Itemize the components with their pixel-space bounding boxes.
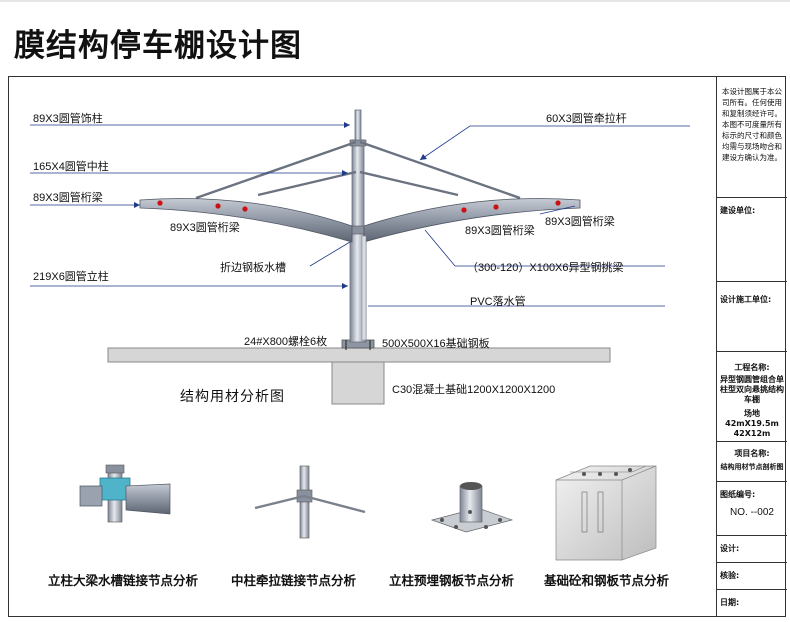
tb-note: 本设计图属于本公司所有。任何使用和复制须经许可。本图不可度量所有标示的尺寸和颜色… <box>722 87 782 162</box>
tb-drawing-no-label: 图纸编号: <box>720 490 756 499</box>
tb-date-label: 日期: <box>720 598 740 607</box>
drawing-frame <box>8 76 786 617</box>
concrete-foundation <box>331 361 385 405</box>
leader-gutter <box>309 241 351 267</box>
label-cantilever: （300-120）X100X6异型钢挑梁 <box>467 262 624 274</box>
label-gutter: 折边钢板水槽 <box>220 262 286 274</box>
bolt-marker <box>215 203 221 209</box>
arrow-head <box>342 283 348 289</box>
label-purlin-under-left: 89X3圆管桁梁 <box>170 222 240 234</box>
arrow-head <box>420 154 427 160</box>
label-foundation: C30混凝土基础1200X1200X1200 <box>392 384 556 396</box>
detail-caption-3: 立柱预埋钢板节点分析 <box>389 574 515 588</box>
label-deco-column: 89X3圆管饰柱 <box>33 113 103 125</box>
tb-construction-cell: 建设单位: <box>717 198 787 282</box>
section-title: 结构用材分析图 <box>180 388 285 404</box>
top-divider <box>0 0 790 2</box>
bolt-marker <box>157 200 163 206</box>
tie-rod-left-inner <box>257 170 357 197</box>
arrow-head <box>342 170 348 176</box>
tie-rod-right-outer <box>359 140 521 200</box>
label-tie-rod: 60X3圆管牵拉杆 <box>546 113 627 125</box>
label-drain-pipe: PVC落水管 <box>470 296 526 308</box>
tb-design-unit-label: 设计施工单位: <box>720 295 772 304</box>
label-bolts: 24#X800螺栓6枚 <box>244 336 328 348</box>
pvc-drain-pipe <box>361 235 367 341</box>
detail-foundation-box <box>555 465 657 561</box>
bolt-marker <box>461 207 467 213</box>
label-purlin-right: 89X3圆管桁梁 <box>545 216 615 228</box>
page-title: 膜结构停车棚设计图 <box>14 28 302 63</box>
cantilever-beam-right <box>363 198 581 243</box>
leader-cantilever <box>424 229 456 267</box>
label-center-column: 165X4圆管中柱 <box>33 161 109 173</box>
tb-project-cell: 工程名称: 异型钢圆管组合单柱型双向悬挑结构车棚 场地42mX19.5m 42X… <box>717 352 787 442</box>
ground-slab <box>107 347 611 363</box>
tb-date-cell: 日期: <box>717 590 787 617</box>
label-base-plate: 500X500X16基础钢板 <box>382 338 490 350</box>
detail-caption-4: 基础砼和钢板节点分析 <box>544 574 670 588</box>
leader-purlin-right <box>539 205 576 215</box>
bolt-marker <box>493 204 499 210</box>
tb-construction-label: 建设单位: <box>720 206 756 215</box>
tb-item-label: 项目名称: <box>734 449 770 458</box>
arrow-head <box>134 202 140 208</box>
detail-caption-1: 立柱大梁水槽链接节点分析 <box>48 574 199 588</box>
tb-item-value: 结构用材节点剖析图 <box>720 463 784 471</box>
detail-caption-2: 中柱牵拉链接节点分析 <box>231 574 357 588</box>
tb-design-unit-cell: 设计施工单位: <box>717 282 787 352</box>
detail-column-beam-joint <box>79 464 171 523</box>
label-purlin-left: 89X3圆管桁梁 <box>33 192 103 204</box>
tb-drawing-no-value: NO. --002 <box>730 507 774 518</box>
center-column <box>351 139 365 233</box>
arrow-head <box>344 122 350 128</box>
detail-center-column-joint <box>254 465 366 539</box>
tb-site-value: 场地42mX19.5m 42X12m <box>725 409 779 438</box>
tb-check-cell: 核验: <box>717 563 787 590</box>
deco-column <box>354 109 362 143</box>
label-purlin-under-right: 89X3圆管桁梁 <box>465 225 535 237</box>
tb-project-value: 异型钢圆管组合单柱型双向悬挑结构车棚 <box>720 375 784 404</box>
tb-project-label: 工程名称: <box>734 363 770 372</box>
tb-drawing-no-cell: 图纸编号: NO. --002 <box>717 482 787 536</box>
tb-item-cell: 项目名称: 结构用材节点剖析图 <box>717 442 787 482</box>
tb-check-label: 核验: <box>720 571 740 580</box>
tie-rod-left-outer <box>195 140 357 200</box>
tb-design-label: 设计: <box>720 544 740 553</box>
title-block: 本设计图属于本公司所有。任何使用和复制须经许可。本图不可度量所有标示的尺寸和颜色… <box>716 76 787 617</box>
tie-rod-right-inner <box>359 170 459 197</box>
leader-tie-rod-diag <box>419 125 471 161</box>
cantilever-beam-left <box>139 198 353 243</box>
tb-design-cell: 设计: <box>717 536 787 563</box>
tb-note-cell: 本设计图属于本公司所有。任何使用和复制须经许可。本图不可度量所有标示的尺寸和颜色… <box>717 76 787 198</box>
label-upright: 219X6圆管立柱 <box>33 271 109 283</box>
detail-embedded-plate <box>430 482 514 533</box>
bolt-marker <box>555 200 561 206</box>
bolt-marker <box>242 206 248 212</box>
